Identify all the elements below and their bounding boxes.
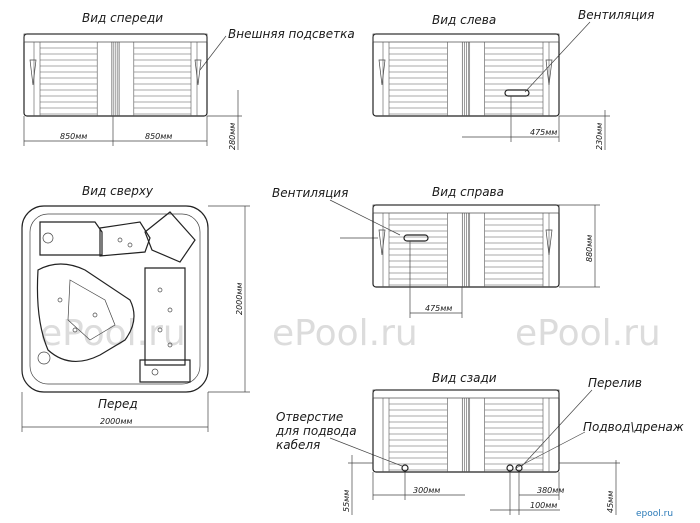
back-dim-height: 55мм	[342, 490, 351, 512]
top-view-inner-rim	[29, 213, 201, 385]
cable-hole-leader	[329, 437, 403, 467]
watermark-3: ePool.ru	[515, 313, 661, 354]
right-dim-height: 880мм	[585, 235, 594, 262]
left-light-left-icon	[378, 59, 386, 86]
back-view: Вид сзади Перелив Подвод\дренаж Отверсти…	[275, 371, 684, 515]
front-view-rim	[23, 33, 208, 43]
top-dim-depth: 2000мм	[235, 283, 244, 315]
step	[139, 359, 191, 383]
seat-1	[39, 221, 103, 256]
cable-hole-label-3: кабеля	[276, 438, 320, 452]
top-dim-width: 2000мм	[100, 417, 132, 426]
front-view-title: Вид спереди	[82, 11, 163, 25]
pillow-2-icon	[37, 351, 51, 365]
front-light-right-icon	[194, 59, 202, 86]
ventilation-left-leader	[524, 21, 591, 93]
jet-icon	[57, 297, 63, 303]
overflow-label: Перелив	[588, 376, 642, 390]
seat-2	[99, 221, 151, 257]
left-dim-offset: 475мм	[530, 128, 557, 137]
jet-icon	[167, 342, 173, 348]
jet-icon	[167, 307, 173, 313]
jet-icon	[117, 237, 123, 243]
watermarks: ePool.ru ePool.ru ePool.ru	[40, 313, 661, 354]
back-view-slats	[382, 398, 550, 472]
back-dim-foot: 45мм	[606, 491, 615, 513]
back-dim-right: 380мм	[537, 486, 564, 495]
ventilation-right-label: Вентиляция	[272, 186, 348, 200]
jet-icon	[157, 287, 163, 293]
left-view: Вид слева Вентиляция 475мм 230мм	[372, 8, 654, 150]
external-light-label: Внешняя подсветка	[228, 27, 355, 41]
back-dim-bottom: 100мм	[530, 501, 557, 510]
front-light-left-icon	[29, 59, 37, 86]
watermark-2: ePool.ru	[272, 313, 418, 354]
cable-hole-icon	[401, 464, 409, 472]
drain-icon	[506, 464, 514, 472]
front-dim-left: 850мм	[60, 132, 87, 141]
supply-drain-label: Подвод\дренаж	[583, 420, 684, 434]
cable-hole-label-2: для подвода	[275, 424, 357, 438]
front-dim-height: 280мм	[228, 123, 237, 150]
right-dim-offset: 475мм	[425, 304, 452, 313]
top-view-outline	[21, 205, 209, 393]
left-light-right-icon	[545, 59, 553, 86]
supply-drain-leader	[515, 431, 586, 469]
jet-icon	[92, 312, 98, 318]
back-dim-left: 300мм	[413, 486, 440, 495]
back-view-title: Вид сзади	[432, 371, 497, 385]
jet-icon	[127, 242, 133, 248]
right-light-right-icon	[545, 229, 553, 256]
right-light-left-icon	[378, 229, 386, 256]
lounger	[36, 263, 135, 362]
corner-seat	[144, 211, 196, 263]
top-view-title: Вид сверху	[82, 184, 154, 198]
front-view-slats	[33, 42, 198, 116]
left-view-slats	[382, 42, 550, 116]
brand-logo: epool.ru	[636, 509, 673, 519]
left-view-title: Вид слева	[432, 13, 496, 27]
front-view: Вид спереди Внешняя подсветка 850мм 850м…	[23, 11, 355, 150]
right-view: Вид справа Вентиляция 475мм 880мм	[272, 185, 600, 318]
right-view-title: Вид справа	[432, 185, 504, 199]
lounger-inner	[67, 279, 116, 341]
ventilation-right-leader	[329, 199, 401, 236]
top-view: Вид сверху Перед 2000мм 2000мм	[21, 184, 250, 432]
jets	[57, 237, 173, 348]
front-dim-right: 850мм	[145, 132, 172, 141]
external-light-leader	[199, 35, 227, 71]
overflow-icon	[515, 464, 523, 472]
front-marker-label: Перед	[98, 397, 138, 411]
seat-3	[144, 267, 186, 366]
overflow-leader	[521, 389, 593, 467]
left-dim-height: 230мм	[595, 123, 604, 150]
front-view-body	[23, 33, 208, 117]
jet-icon	[72, 327, 78, 333]
ventilation-left-label: Вентиляция	[578, 8, 654, 22]
pillow-1-icon	[42, 232, 54, 244]
filter-icon	[151, 368, 159, 376]
right-view-slats	[382, 213, 550, 287]
right-vent-slot	[403, 234, 429, 242]
cable-hole-label-1: Отверстие	[276, 410, 343, 424]
jet-icon	[157, 327, 163, 333]
left-vent-slot	[504, 89, 530, 97]
